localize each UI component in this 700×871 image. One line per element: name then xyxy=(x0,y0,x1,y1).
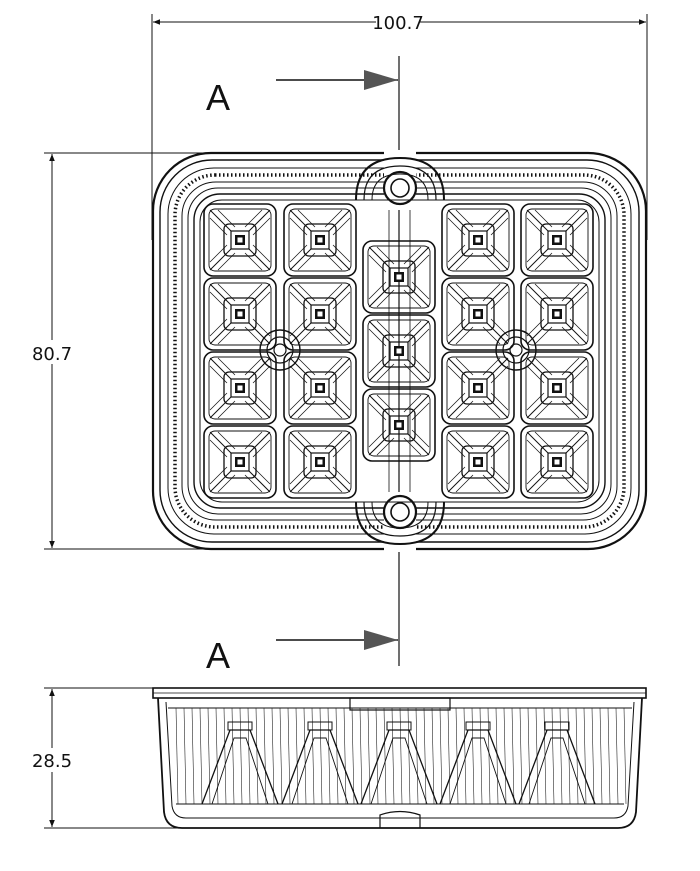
depth-label: 28.5 xyxy=(32,751,72,772)
led-cell xyxy=(362,388,436,462)
lamp-side-view xyxy=(152,687,647,829)
top-mounting-lug xyxy=(355,150,445,210)
led-cell xyxy=(203,425,277,499)
reflector-cone xyxy=(439,721,517,805)
led-cell xyxy=(283,425,357,499)
led-cell xyxy=(203,277,277,351)
led-cell xyxy=(203,351,277,425)
section-label-bottom: A xyxy=(206,635,230,676)
side-ribs xyxy=(175,707,627,805)
height-dimension: 80.7 xyxy=(30,152,230,550)
bottom-mounting-lug xyxy=(355,492,445,552)
led-cell xyxy=(203,203,277,277)
led-cell xyxy=(441,277,515,351)
width-dimension: 100.7 xyxy=(151,10,648,240)
led-cell xyxy=(283,351,357,425)
led-array xyxy=(203,203,594,499)
reflector-cone xyxy=(518,721,596,805)
led-cell xyxy=(520,351,594,425)
section-marker-bottom: A xyxy=(206,630,398,676)
led-cell xyxy=(362,314,436,388)
led-cell xyxy=(362,240,436,314)
led-cell xyxy=(283,203,357,277)
reflector-cone xyxy=(201,721,279,805)
height-label: 80.7 xyxy=(32,344,72,365)
width-label: 100.7 xyxy=(372,13,424,34)
led-cell xyxy=(441,425,515,499)
led-cell xyxy=(441,351,515,425)
section-marker-top: A xyxy=(206,70,398,118)
led-cell xyxy=(520,277,594,351)
depth-dimension: 28.5 xyxy=(30,687,200,829)
reflector-cone xyxy=(281,721,359,805)
led-cell xyxy=(520,425,594,499)
led-cell xyxy=(441,203,515,277)
lamp-top-view xyxy=(151,150,648,552)
led-cell xyxy=(283,277,357,351)
section-label-top: A xyxy=(206,77,230,118)
reflector-cone xyxy=(360,721,438,805)
led-cell xyxy=(520,203,594,277)
